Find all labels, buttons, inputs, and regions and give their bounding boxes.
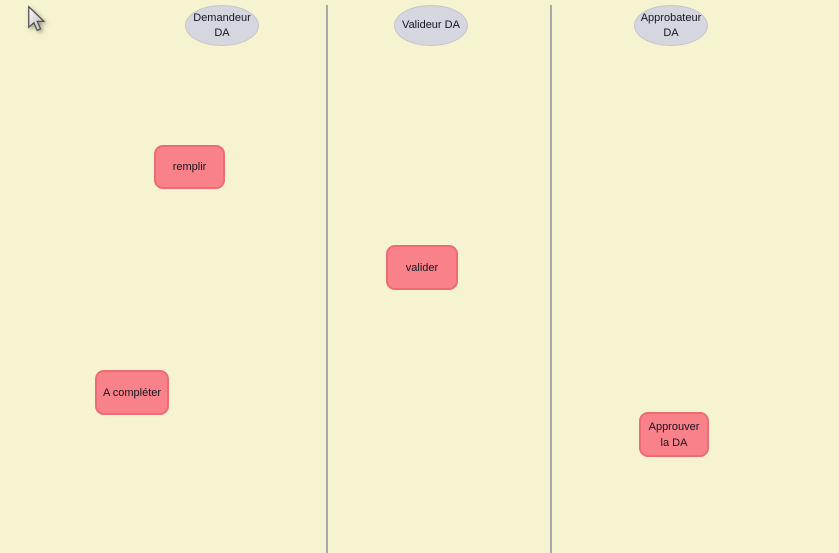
lane-header-label: Demandeur DA — [193, 11, 251, 39]
lane-header-label: Approbateur DA — [640, 11, 702, 39]
task-a-completer[interactable]: A compléter — [95, 370, 169, 415]
lane-header-approbateur-da[interactable]: Approbateur DA — [634, 5, 708, 46]
lane-header-demandeur-da[interactable]: Demandeur DA — [185, 5, 259, 46]
task-remplir[interactable]: remplir — [154, 145, 225, 189]
task-label: Approuver la DA — [648, 420, 700, 449]
lane-divider — [326, 5, 328, 553]
mouse-pointer-icon — [28, 5, 46, 32]
lane-divider — [550, 5, 552, 553]
task-label: valider — [405, 261, 439, 274]
lane-header-label: Valideur DA — [402, 19, 460, 31]
lane-header-valideur-da[interactable]: Valideur DA — [394, 5, 468, 46]
task-label: A compléter — [102, 386, 162, 399]
task-valider[interactable]: valider — [386, 245, 458, 290]
task-label: remplir — [172, 161, 207, 173]
task-approuver-la-da[interactable]: Approuver la DA — [639, 412, 709, 457]
